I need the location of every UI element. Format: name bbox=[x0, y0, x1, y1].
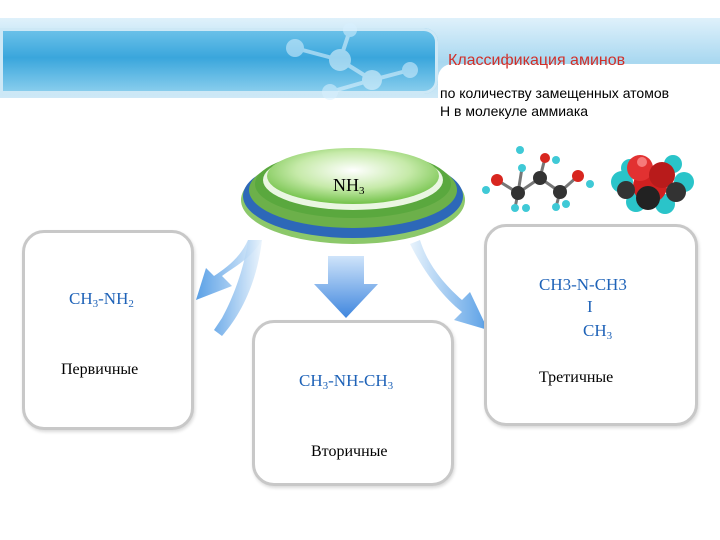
header-title-area bbox=[438, 64, 720, 104]
space-filling-molecule-icon bbox=[611, 155, 694, 214]
primary-formula: CH3-NH2 bbox=[69, 289, 134, 310]
nh3-sub: 3 bbox=[359, 185, 365, 197]
secondary-s2: 3 bbox=[387, 380, 394, 392]
nh3-formula: NH3 bbox=[333, 175, 365, 197]
page-title: Классификация аминов bbox=[448, 52, 626, 69]
arrow-right-icon bbox=[410, 240, 488, 330]
ball-stick-molecule-icon bbox=[482, 146, 594, 212]
primary-amine-card: CH3-NH2 Первичные bbox=[22, 230, 194, 430]
secondary-formula: CH3-NH-CH3 bbox=[299, 371, 393, 392]
secondary-label: Вторичные bbox=[311, 443, 388, 460]
secondary-f2: -NH-CH bbox=[328, 371, 388, 390]
banner-molecule-icon bbox=[286, 23, 418, 100]
tertiary-line-2: I bbox=[587, 297, 593, 316]
secondary-f1: CH bbox=[299, 371, 323, 390]
secondary-s1: 3 bbox=[322, 380, 329, 392]
tertiary-line-3-sub: 3 bbox=[606, 330, 613, 342]
subtitle-line-2: Н в молекуле аммиака bbox=[440, 103, 589, 119]
primary-s1: 3 bbox=[92, 298, 99, 310]
tertiary-amine-card: CH3-N-CH3 I CH3 Третичные bbox=[484, 224, 698, 426]
primary-f1: CH bbox=[69, 289, 93, 308]
primary-label: Первичные bbox=[61, 361, 139, 378]
nh3-platform bbox=[241, 148, 465, 244]
nh3-base: NH bbox=[333, 175, 359, 195]
tertiary-line-3-base: CH bbox=[583, 321, 607, 340]
tertiary-line-1: CH3-N-CH3 bbox=[539, 275, 627, 294]
primary-f2: -NH bbox=[98, 289, 129, 308]
arrow-left-body bbox=[214, 240, 262, 336]
subtitle-line-1: по количеству замещенных атомов bbox=[440, 85, 670, 101]
secondary-amine-card: CH3-NH-CH3 Вторичные bbox=[252, 320, 454, 486]
arrow-down-icon bbox=[314, 256, 378, 318]
tertiary-label: Третичные bbox=[539, 369, 614, 386]
tertiary-line-3: CH3 bbox=[583, 321, 612, 342]
page-subtitle: по количеству замещенных атомов Н в моле… bbox=[440, 84, 718, 120]
primary-s2: 2 bbox=[128, 298, 134, 310]
